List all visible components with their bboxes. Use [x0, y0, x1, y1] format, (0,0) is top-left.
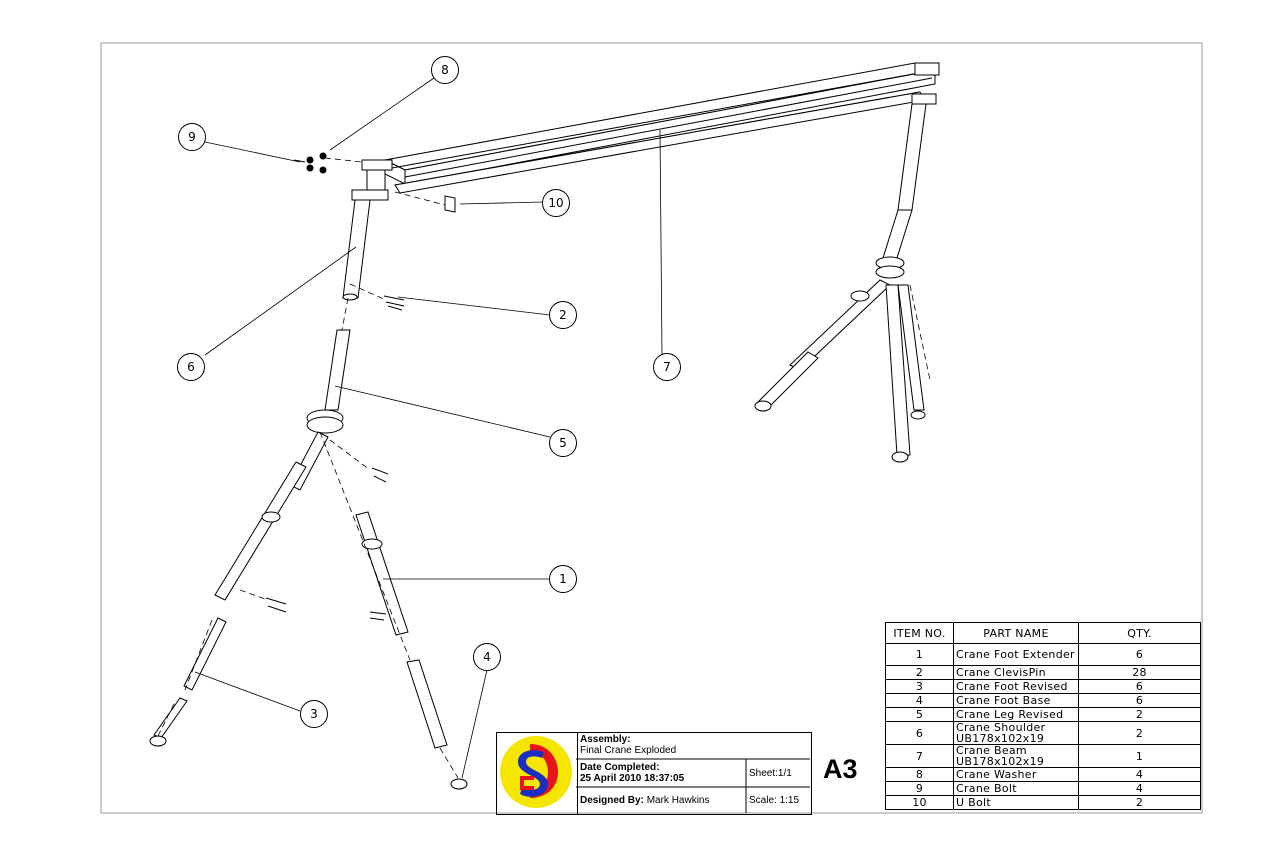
- left-foot-a: [149, 431, 329, 747]
- bom-part-name: U Bolt: [953, 795, 1079, 810]
- bom-part-name: Crane Washer: [953, 767, 1079, 782]
- bom-item-no: 6: [885, 721, 954, 745]
- bom-part-name: Crane Leg Revised: [953, 707, 1079, 722]
- bom-qty: 6: [1078, 693, 1201, 708]
- balloon-9: 9: [178, 123, 206, 151]
- bom-qty: 6: [1078, 643, 1201, 666]
- leader-lines: [194, 77, 663, 779]
- designer-label: Designed By:: [580, 795, 644, 806]
- bom-qty: 2: [1078, 795, 1201, 810]
- left-leg: [306, 329, 351, 434]
- designer-cell: Designed By: Mark Hawkins: [580, 795, 709, 806]
- u-bolt: [444, 195, 456, 213]
- assembly-label: Assembly:: [580, 734, 631, 745]
- scale: Scale: 1:15: [749, 795, 800, 806]
- designer-value: Mark Hawkins: [646, 795, 710, 806]
- left-foot-b: [355, 511, 468, 790]
- bom-qty: 2: [1078, 707, 1201, 722]
- date-cell: Date Completed: 25 April 2010 18:37:05: [580, 762, 684, 784]
- left-shoulder: [342, 159, 393, 301]
- bom-item-no: 4: [885, 693, 954, 708]
- title-block: Assembly: Final Crane Exploded Date Comp…: [496, 732, 812, 815]
- bom-item-no: 5: [885, 707, 954, 722]
- bom-part-name: Crane Foot Extender: [953, 643, 1079, 666]
- clevis-pins: [265, 295, 405, 621]
- right-leg: [875, 209, 913, 279]
- right-foot-a: [754, 279, 891, 412]
- company-logo: [500, 736, 572, 808]
- balloon-1: 1: [549, 565, 577, 593]
- balloon-10: 10: [542, 189, 570, 217]
- bolts-washers: [293, 152, 327, 174]
- bom-qty: 1: [1078, 744, 1201, 768]
- bom-part-name: Crane Bolt: [953, 781, 1079, 796]
- balloon-4: 4: [473, 643, 501, 671]
- bom-part-name: Crane ClevisPin: [953, 665, 1079, 680]
- bom-header-row: ITEM NO. PART NAME QTY.: [885, 622, 1201, 644]
- bom-header-qty: QTY.: [1078, 622, 1201, 644]
- balloon-8: 8: [431, 56, 459, 84]
- bom-header-item: ITEM NO.: [885, 622, 954, 644]
- assembly-cell: Assembly: Final Crane Exploded: [580, 734, 676, 756]
- sheet-size: A3: [823, 754, 858, 784]
- bom-item-no: 7: [885, 744, 954, 768]
- bom-item-no: 8: [885, 767, 954, 782]
- assembly-value: Final Crane Exploded: [580, 745, 677, 756]
- bom-qty: 6: [1078, 679, 1201, 694]
- balloon-5: 5: [549, 429, 577, 457]
- sheet-number: Sheet:1/1: [749, 768, 792, 779]
- balloon-2: 2: [549, 301, 577, 329]
- bom-item-no: 3: [885, 679, 954, 694]
- date-value: 25 April 2010 18:37:05: [580, 773, 685, 784]
- bom-item-no: 1: [885, 643, 954, 666]
- date-label: Date Completed:: [580, 762, 660, 773]
- balloon-3: 3: [300, 700, 328, 728]
- bom-qty: 28: [1078, 665, 1201, 680]
- right-foot-b: [885, 284, 926, 463]
- bom-part-name: Crane Beam UB178x102x19: [953, 744, 1079, 768]
- bom-item-no: 10: [885, 795, 954, 810]
- logo-cell: [497, 733, 578, 814]
- bom-item-no: 9: [885, 781, 954, 796]
- bom-part-name: Crane Shoulder UB178x102x19: [953, 721, 1079, 745]
- balloon-6: 6: [177, 353, 205, 381]
- bom-item-no: 2: [885, 665, 954, 680]
- right-shoulder: [897, 62, 940, 211]
- bom-part-name: Crane Foot Revised: [953, 679, 1079, 694]
- crane-beam: [383, 62, 937, 194]
- bom-qty: 4: [1078, 767, 1201, 782]
- sheet-border: [100, 42, 1203, 814]
- bom-qty: 4: [1078, 781, 1201, 796]
- bom-part-name: Crane Foot Base: [953, 693, 1079, 708]
- bom-header-part: PART NAME: [953, 622, 1079, 644]
- balloon-7: 7: [653, 353, 681, 381]
- bom-qty: 2: [1078, 721, 1201, 745]
